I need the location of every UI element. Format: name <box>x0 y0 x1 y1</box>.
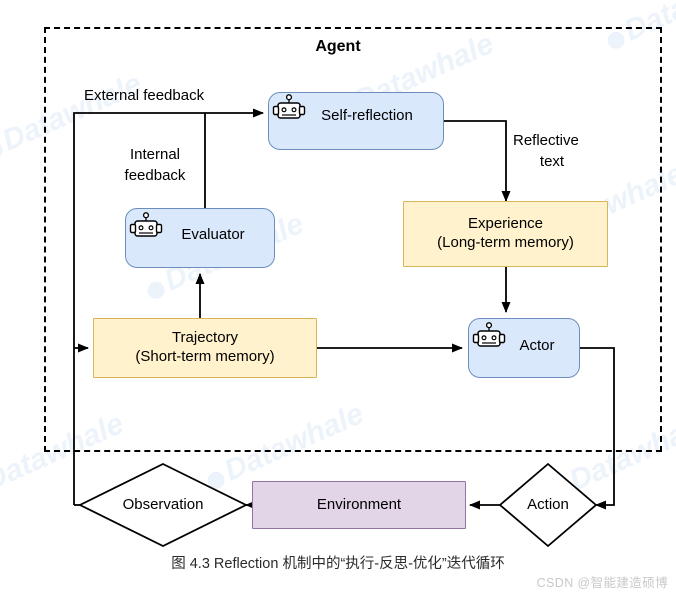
figure-caption: 图 4.3 Reflection 机制中的“执行-反思-优化”迭代循环 <box>171 556 505 572</box>
node-environment[interactable]: Environment <box>252 481 466 529</box>
node-label-action[interactable]: Action <box>527 496 569 513</box>
observation-diamond <box>77 462 249 548</box>
node-label-environment: Environment <box>316 495 402 513</box>
robot-icon <box>129 212 163 237</box>
edge-actor-to-action <box>580 347 615 510</box>
edge-self-reflection-to-experience <box>444 120 511 202</box>
agent-boundary <box>44 27 662 452</box>
node-label-experience-line1: Experience <box>467 215 544 233</box>
node-label-experience-line2: (Long-term memory) <box>437 234 574 251</box>
robot-icon <box>472 322 506 347</box>
node-label-observation[interactable]: Observation <box>122 496 204 513</box>
node-label-actor: Actor <box>519 336 555 354</box>
edge-label-internal-feedback-line1: Internal <box>129 146 181 163</box>
node-label-trajectory-line2: (Short-term memory) <box>135 348 275 365</box>
edge-label-external-feedback: External feedback <box>84 87 205 104</box>
csdn-watermark: CSDN @智能建造硕博 <box>536 576 668 590</box>
edge-label-reflective-text-line2: text <box>539 153 565 170</box>
edge-label-internal-feedback-line2: feedback <box>124 167 186 184</box>
node-label-self-reflection: Self-reflection <box>321 106 413 124</box>
action-diamond <box>498 462 598 548</box>
agent-title: Agent <box>315 38 361 55</box>
robot-icon <box>272 94 306 119</box>
node-label-trajectory-line1: Trajectory <box>171 329 239 347</box>
node-experience[interactable]: Experience (Long-term memory) <box>403 201 608 267</box>
edge-external-feedback <box>73 108 264 505</box>
edge-label-reflective-text-line1: Reflective <box>513 132 579 149</box>
node-label-evaluator: Evaluator <box>181 225 245 243</box>
node-self-reflection[interactable]: Self-reflection <box>268 92 444 150</box>
node-trajectory[interactable]: Trajectory (Short-term memory) <box>93 318 317 378</box>
node-actor[interactable]: Actor <box>468 318 580 378</box>
node-evaluator[interactable]: Evaluator <box>125 208 275 268</box>
